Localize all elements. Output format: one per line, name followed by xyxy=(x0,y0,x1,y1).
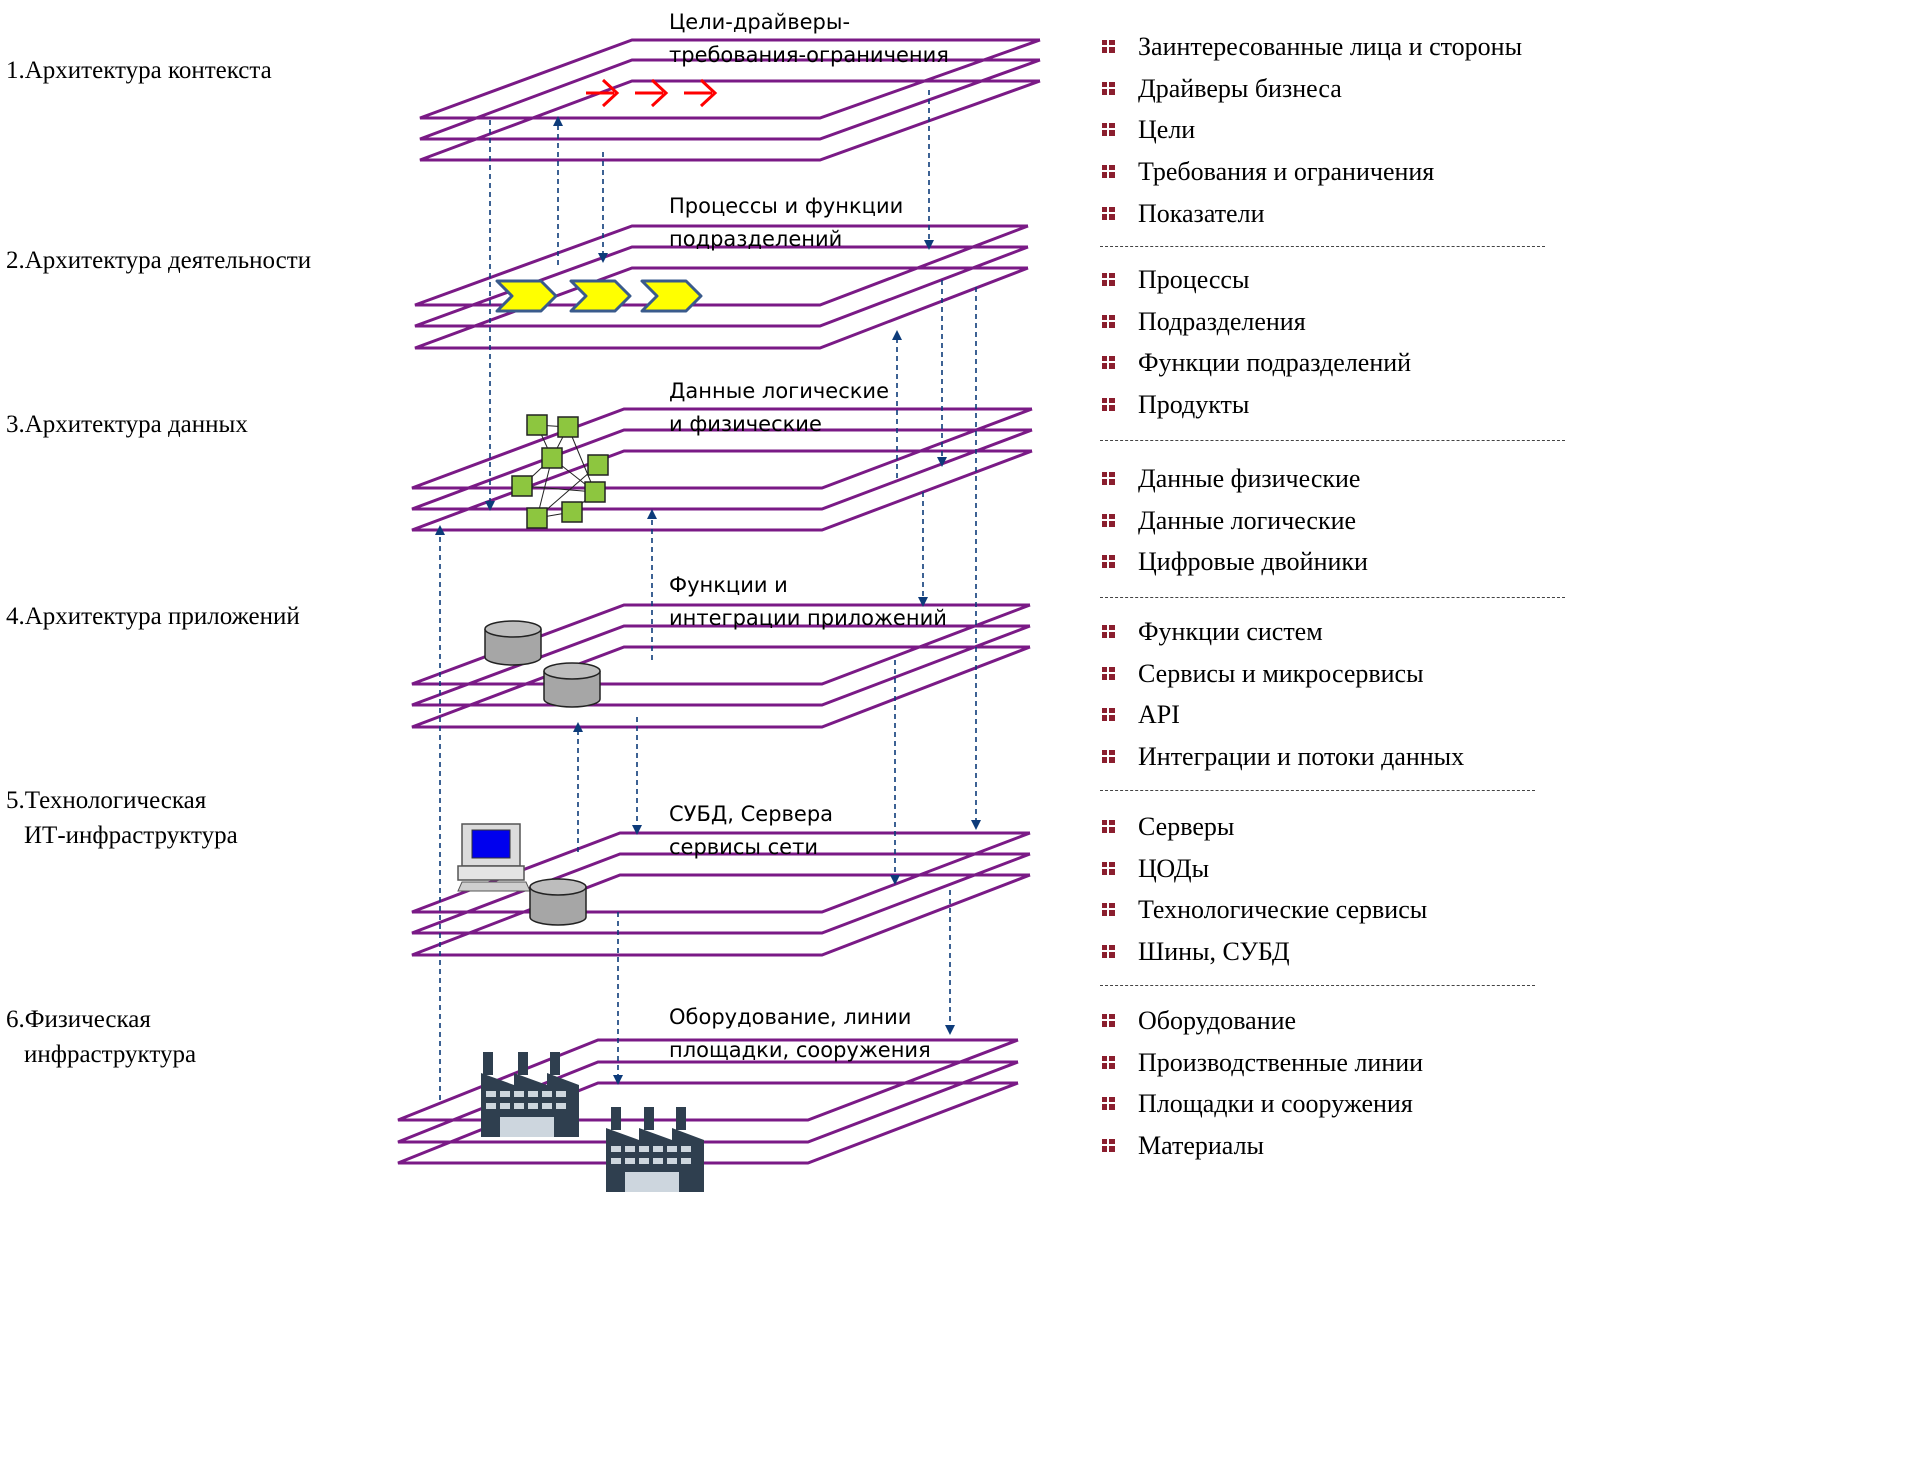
list-item: Заинтересованные лица и стороны xyxy=(1098,26,1568,68)
layer-6-planes xyxy=(397,1038,1019,1165)
list-item: Функции систем xyxy=(1098,611,1568,653)
list-bullet-icon xyxy=(1102,356,1115,370)
list-item: Подразделения xyxy=(1098,301,1568,343)
list-item: Производственные линии xyxy=(1098,1042,1568,1084)
list-bullet-icon xyxy=(1102,40,1115,53)
list-bullet-icon xyxy=(1102,861,1115,875)
layer-4-element-list: Функции систем Сервисы и микросервисы AP… xyxy=(1098,611,1568,778)
list-bullet-icon xyxy=(1102,903,1115,917)
list-item: Продукты xyxy=(1098,384,1568,426)
list-item: Технологические сервисы xyxy=(1098,889,1568,931)
layer-1-caption: Цели-драйверы-требования-ограничения xyxy=(669,10,949,67)
layer-2-planes xyxy=(414,224,1029,350)
layer-3-element-list: Данные физические Данные логические Цифр… xyxy=(1098,458,1568,583)
chevron-process-icon xyxy=(495,279,703,313)
list-bullet-icon xyxy=(1102,1014,1115,1027)
layer-planes-canvas xyxy=(397,38,1041,1192)
list-item: Материалы xyxy=(1098,1125,1568,1167)
list-bullet-icon xyxy=(1102,314,1115,328)
list-bullet-icon xyxy=(1102,398,1115,412)
list-item: Процессы xyxy=(1098,259,1568,301)
list-item: Цифровые двойники xyxy=(1098,541,1568,583)
list-item: Сервисы и микросервисы xyxy=(1098,653,1568,695)
list-bullet-icon xyxy=(1102,1055,1115,1069)
list-bullet-icon xyxy=(1102,945,1115,959)
list-bullet-icon xyxy=(1102,750,1115,764)
list-bullet-icon xyxy=(1102,708,1115,722)
list-item: Показатели xyxy=(1098,193,1568,235)
list-item: Площадки и сооружения xyxy=(1098,1083,1568,1125)
separator xyxy=(1100,985,1535,986)
list-item: Цели xyxy=(1098,109,1568,151)
list-bullet-icon xyxy=(1102,820,1115,833)
list-item: ЦОДы xyxy=(1098,848,1568,890)
list-item: Требования и ограничения xyxy=(1098,151,1568,193)
list-bullet-icon xyxy=(1102,666,1115,680)
list-bullet-icon xyxy=(1102,555,1115,569)
list-item: Серверы xyxy=(1098,806,1568,848)
separator xyxy=(1100,440,1565,441)
list-item: Оборудование xyxy=(1098,1000,1568,1042)
database-cylinder-icon xyxy=(529,878,587,926)
computer-terminal-icon xyxy=(457,823,531,892)
list-bullet-icon xyxy=(1102,1139,1115,1153)
separator xyxy=(1100,790,1535,791)
list-bullet-icon xyxy=(1102,123,1115,137)
factory-icon xyxy=(606,1107,704,1192)
layer-3-label: 3.Архитектура данных xyxy=(6,411,248,438)
factory-icon xyxy=(481,1052,579,1137)
list-item: Данные логические xyxy=(1098,500,1568,542)
layer-1-element-list: Заинтересованные лица и стороны Драйверы… xyxy=(1098,26,1568,234)
list-bullet-icon xyxy=(1102,472,1115,485)
red-arrow-icon xyxy=(586,78,718,108)
layer-1-label: 1.Архитектура контекста xyxy=(6,57,272,84)
separator xyxy=(1100,246,1545,247)
list-bullet-icon xyxy=(1102,1097,1115,1111)
layer-5-planes xyxy=(411,831,1031,957)
layer-2-element-list: Процессы Подразделения Функции подраздел… xyxy=(1098,259,1568,426)
separator xyxy=(1100,597,1565,598)
list-item: Функции подразделений xyxy=(1098,342,1568,384)
layer-5-element-list: Серверы ЦОДы Технологические сервисы Шин… xyxy=(1098,806,1568,973)
list-bullet-icon xyxy=(1102,513,1115,527)
list-bullet-icon xyxy=(1102,206,1115,220)
layer-2-label: 2.Архитектура деятельности xyxy=(6,247,312,274)
architecture-diagram: 1.Архитектура контекста 2.Архитектура де… xyxy=(6,10,1568,1192)
layer-4-label: 4.Архитектура приложений xyxy=(6,603,300,630)
inter-layer-arrows xyxy=(435,90,981,1100)
layer-6-element-list: Оборудование Производственные линии Площ… xyxy=(1098,1000,1568,1167)
database-cylinder-icon xyxy=(484,620,601,708)
list-item: Данные физические xyxy=(1098,458,1568,500)
list-bullet-icon xyxy=(1102,273,1115,286)
list-item: Шины, СУБД xyxy=(1098,931,1568,973)
layer-4-planes xyxy=(411,603,1031,729)
layer-1-planes xyxy=(419,38,1041,162)
list-bullet-icon xyxy=(1102,165,1115,179)
data-node-icon xyxy=(511,414,609,529)
list-item: Интеграции и потоки данных xyxy=(1098,736,1568,778)
list-item: Драйверы бизнеса xyxy=(1098,68,1568,110)
layer-3-planes xyxy=(411,407,1033,532)
list-bullet-icon xyxy=(1102,625,1115,638)
list-item: API xyxy=(1098,694,1568,736)
list-bullet-icon xyxy=(1102,81,1115,95)
